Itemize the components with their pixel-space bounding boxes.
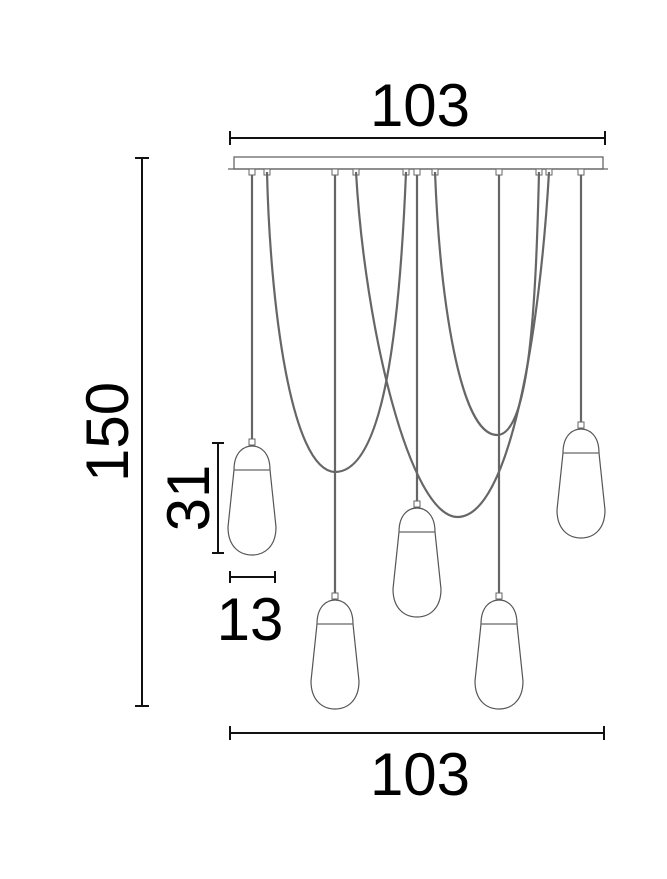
- bottom-width-dimension: 103: [229, 726, 605, 808]
- shade-height-label: 31: [155, 465, 222, 532]
- shade-diameter-dimension: 13: [217, 571, 284, 653]
- cable-port: [495, 168, 503, 176]
- canopy: [228, 156, 608, 176]
- pendant-shade: [556, 175, 606, 539]
- shade-diameter-label: 13: [217, 586, 284, 653]
- pendant-shade: [310, 175, 360, 710]
- pendant-shade: [227, 175, 277, 556]
- top-width-dimension: 103: [229, 72, 606, 145]
- top-width-label: 103: [370, 72, 470, 139]
- cable-port: [248, 168, 256, 176]
- cable-port: [331, 168, 339, 176]
- height-dimension: 150: [74, 157, 149, 707]
- pendant-shade: [474, 175, 524, 710]
- cable-port: [413, 168, 421, 176]
- pendants: [227, 175, 606, 710]
- height-label: 150: [74, 382, 141, 482]
- pendant-shade: [392, 175, 442, 618]
- shade-height-dimension: 31: [155, 442, 224, 554]
- cable-loops: [265, 171, 551, 519]
- cable-port: [577, 168, 585, 176]
- bottom-width-label: 103: [370, 741, 470, 808]
